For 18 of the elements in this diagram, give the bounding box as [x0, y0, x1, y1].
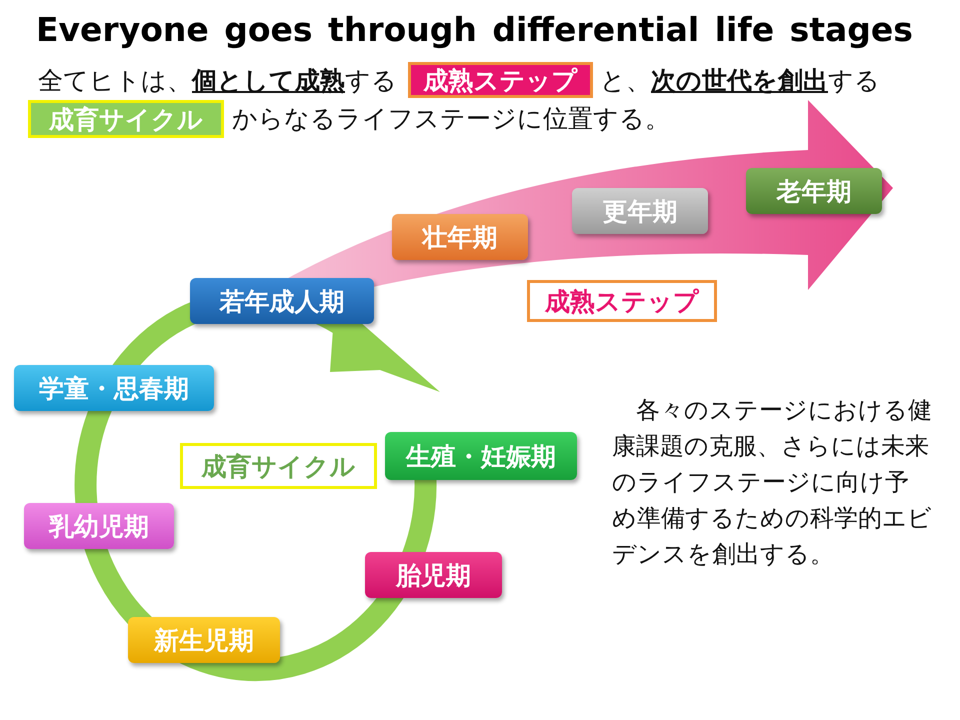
term-badge: 成育サイクル: [28, 100, 224, 138]
stage-box: 老年期: [746, 168, 882, 214]
stage-box: 新生児期: [128, 617, 280, 663]
term-badge: 成熟ステップ: [408, 62, 593, 98]
intro-text: 全てヒトは、個として成熟する: [38, 65, 397, 97]
title: Everyone goes through differential life stages: [36, 10, 913, 49]
intro-text: と、次の世代を創出する: [600, 65, 880, 97]
stage-box: 壮年期: [392, 214, 528, 260]
stage-box: 生殖・妊娠期: [385, 432, 577, 480]
intro-text: からなるライフステージに位置する。: [232, 103, 670, 135]
term-badge: 成熟ステップ: [527, 280, 717, 322]
term-badge: 成育サイクル: [180, 443, 377, 489]
stage-box: 乳幼児期: [24, 503, 174, 549]
stage-box: 若年成人期: [190, 278, 374, 324]
description-text: 各々のステージにおける健康課題の克服、さらには未来のライフステージに向け予め準備するための科学的エビデンスを創出する。: [612, 395, 932, 570]
stage-box: 更年期: [572, 188, 708, 234]
stage-box: 学童・思春期: [14, 365, 214, 411]
stage-box: 胎児期: [365, 552, 502, 598]
